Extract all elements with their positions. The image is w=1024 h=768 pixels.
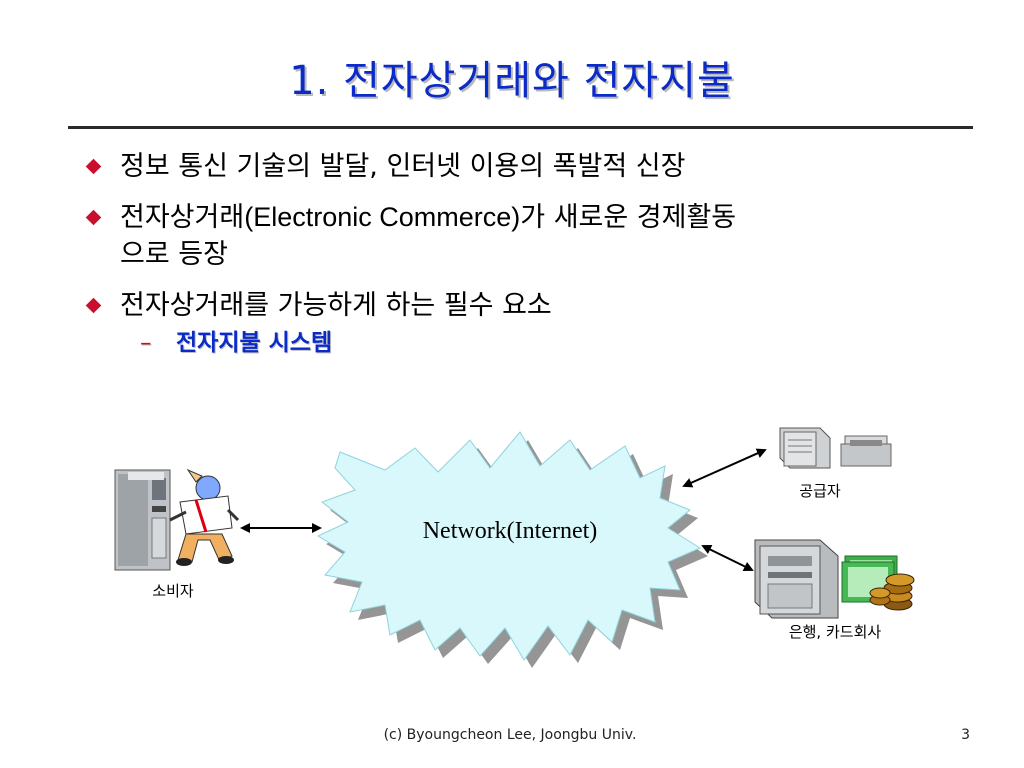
supplier-network-arrow	[682, 448, 767, 488]
slide-title: 1. 전자상거래와 전자지불	[289, 58, 735, 104]
bullet-text-suffix: 가 새로운 경제활동	[520, 202, 737, 233]
bullet-item: 전자상거래를 가능하게 하는 필수 요소	[84, 287, 954, 324]
network-cloud-icon	[316, 431, 708, 668]
title-divider	[68, 126, 973, 129]
bank-network-arrow	[701, 545, 754, 571]
bullet-text-line2: 으로 등장	[120, 239, 228, 270]
supplier-label: 공급자	[799, 482, 841, 500]
bullet-item: 전자상거래(Electronic Commerce)가 새로운 경제활동 으로 …	[84, 199, 954, 273]
page-number: 3	[961, 727, 970, 743]
bullet-list: 정보 통신 기술의 발달, 인터넷 이용의 폭발적 신장 전자상거래(Elect…	[84, 148, 954, 358]
bullet-text-english: (Electronic Commerce)	[244, 202, 521, 232]
bank-label: 은행, 카드회사	[788, 623, 882, 641]
supplier-server-printer-icon	[779, 427, 892, 469]
bullet-text-prefix: 전자상거래	[120, 202, 245, 233]
bullet-text: 정보 통신 기술의 발달, 인터넷 이용의 폭발적 신장	[120, 151, 686, 182]
sub-bullet-text: 전자지불 시스템	[176, 330, 333, 356]
bullet-item: 정보 통신 기술의 발달, 인터넷 이용의 폭발적 신장	[84, 148, 954, 185]
footer-credit: (c) Byoungcheon Lee, Joongbu Univ.	[383, 727, 637, 743]
consumer-label: 소비자	[152, 582, 194, 600]
network-label: Network(Internet)	[422, 518, 598, 544]
sub-bullet-dash: –	[140, 330, 152, 356]
sub-bullet-item: – 전자지불 시스템	[84, 328, 954, 358]
bank-server-money-icon	[754, 539, 915, 619]
consumer-atm-person-icon	[114, 468, 240, 571]
bullet-text: 전자상거래를 가능하게 하는 필수 요소	[120, 290, 552, 321]
